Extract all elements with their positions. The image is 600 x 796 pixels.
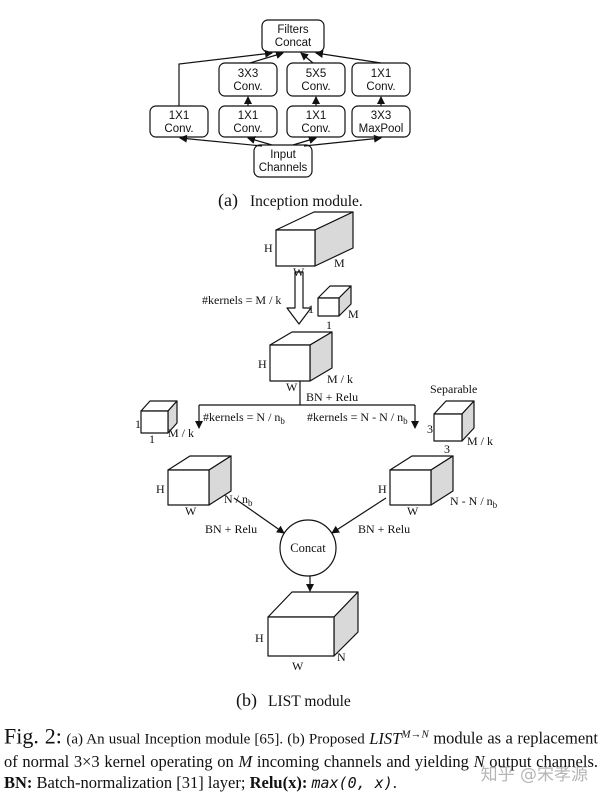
filters-label: Filters xyxy=(277,24,309,36)
bn-label: BN: xyxy=(4,772,33,792)
cube1-w-label: W xyxy=(293,265,305,279)
conv3x3-op: Conv. xyxy=(233,81,262,93)
watermark-text: 知乎 @宋孝源 xyxy=(480,765,588,785)
cube2-h-label: H xyxy=(258,357,267,371)
filters-concat-box xyxy=(261,19,325,53)
subcaption-b-letter: (b) xyxy=(236,690,257,711)
kernels-right-label: #kernels = N - N / nb xyxy=(307,410,408,426)
kernel1-dim-a: 1 xyxy=(308,302,314,316)
caption-part-c: incoming channels and yielding xyxy=(256,751,469,771)
figure-number: Fig. 2: xyxy=(4,723,62,749)
input-channels-box xyxy=(253,144,313,178)
kernel-left-dim-a: 1 xyxy=(135,417,141,431)
list-connectors xyxy=(195,381,419,592)
cube-right-n-label: N - N / nb xyxy=(450,494,498,510)
list-diagram xyxy=(140,211,475,657)
channels-label: Channels xyxy=(259,162,308,174)
inception-diagram xyxy=(149,19,411,178)
kernel-right-cube xyxy=(433,400,475,442)
kernels-reduce-label: #kernels = M / k xyxy=(202,293,281,307)
output-tensor-cube xyxy=(267,591,359,657)
cube-out-n-label: N xyxy=(337,650,346,664)
cube-out-h-label: H xyxy=(255,631,264,645)
kernel-right-dim-a: 3 xyxy=(427,422,433,436)
left-output-cube xyxy=(167,455,232,506)
relu-formula: max(0, x) xyxy=(311,773,393,792)
maxpool-size: 3X3 xyxy=(371,110,391,122)
reduced-tensor-cube xyxy=(269,331,333,382)
caption-end: . xyxy=(392,772,397,792)
cube-left-n-label: N / nb xyxy=(224,492,253,508)
concat-label: Concat xyxy=(290,541,326,555)
subcaption-b: (b) LIST module xyxy=(236,690,351,711)
bn-relu-top-label: BN + Relu xyxy=(306,390,358,404)
kernel-left-m-label: M / k xyxy=(168,426,194,440)
subcaption-a-text: Inception module. xyxy=(250,193,363,210)
input-label: Input xyxy=(270,149,296,161)
kernel-left-cube xyxy=(140,400,178,434)
cube2-m-label: M / k xyxy=(327,372,353,386)
figure-caption: Fig. 2: (a) An usual Inception module [6… xyxy=(4,724,598,794)
conv3x3-size: 3X3 xyxy=(238,68,258,80)
conv1x1-b-op: Conv. xyxy=(233,123,262,135)
figure-canvas: Filters Concat 3X3 Conv. 5X5 Conv. 1X1 C… xyxy=(135,19,498,711)
input-tensor-cube xyxy=(275,211,354,267)
conv5x5-op: Conv. xyxy=(301,81,330,93)
right-output-cube xyxy=(389,455,454,506)
conv5x5-size: 5X5 xyxy=(306,68,326,80)
cube-left-w-label: W xyxy=(185,504,197,518)
subcaption-a: (a) Inception module. xyxy=(218,190,363,211)
subcaption-a-letter: (a) xyxy=(218,190,238,211)
concat-node xyxy=(279,519,337,577)
cube-right-w-label: W xyxy=(407,504,419,518)
relu-label: Relu(x): xyxy=(249,772,308,792)
bn-relu-right-label: BN + Relu xyxy=(358,522,410,536)
cube-right-h-label: H xyxy=(378,482,387,496)
var-n: N xyxy=(473,751,485,771)
cube-left-h-label: H xyxy=(156,482,165,496)
cube1-h-label: H xyxy=(264,241,273,255)
caption-part-a: (a) An usual Inception module [65]. (b) … xyxy=(66,731,365,748)
inception-labels: Filters Concat 3X3 Conv. 5X5 Conv. 1X1 C… xyxy=(164,24,403,174)
conv1x1-top-op: Conv. xyxy=(366,81,395,93)
caption-part-d: output channels. xyxy=(489,751,599,771)
bn-text: Batch-normalization [31] layer; xyxy=(36,772,246,792)
kernel-left-dim-b: 1 xyxy=(149,432,155,446)
kernel1-m-label: M xyxy=(348,307,359,321)
bn-relu-left-label: BN + Relu xyxy=(205,522,257,536)
cube2-w-label: W xyxy=(286,380,298,394)
conv1x1-c-size: 1X1 xyxy=(306,110,326,122)
kernel-right-dim-b: 3 xyxy=(444,442,450,456)
subcaption-b-text: LIST module xyxy=(268,693,351,710)
caption-part-b: module as a replacement of normal 3×3 ke… xyxy=(4,728,598,771)
kernel-right-m-label: M / k xyxy=(467,434,493,448)
conv1x1-b-size: 1X1 xyxy=(238,110,258,122)
conv1x1-top-size: 1X1 xyxy=(371,68,391,80)
conv1x1-a-size: 1X1 xyxy=(169,110,189,122)
cube1-m-label: M xyxy=(334,256,345,270)
kernels-left-label: #kernels = N / nb xyxy=(203,410,285,426)
maxpool-op: MaxPool xyxy=(359,123,404,135)
conv1x1-a-op: Conv. xyxy=(164,123,193,135)
cube-out-w-label: W xyxy=(292,659,304,673)
list-labels: H W M #kernels = M / k 1 1 M H W M / k B… xyxy=(135,241,498,673)
list-name: LISTM→N xyxy=(369,728,429,748)
kernel-1x1xM-cube xyxy=(317,285,352,317)
conv1x1-c-op: Conv. xyxy=(301,123,330,135)
separable-label: Separable xyxy=(430,382,477,396)
concat-label: Concat xyxy=(275,37,312,49)
kernel1-dim-b: 1 xyxy=(326,318,332,332)
reduction-arrow xyxy=(286,271,312,325)
var-m: M xyxy=(238,751,253,771)
